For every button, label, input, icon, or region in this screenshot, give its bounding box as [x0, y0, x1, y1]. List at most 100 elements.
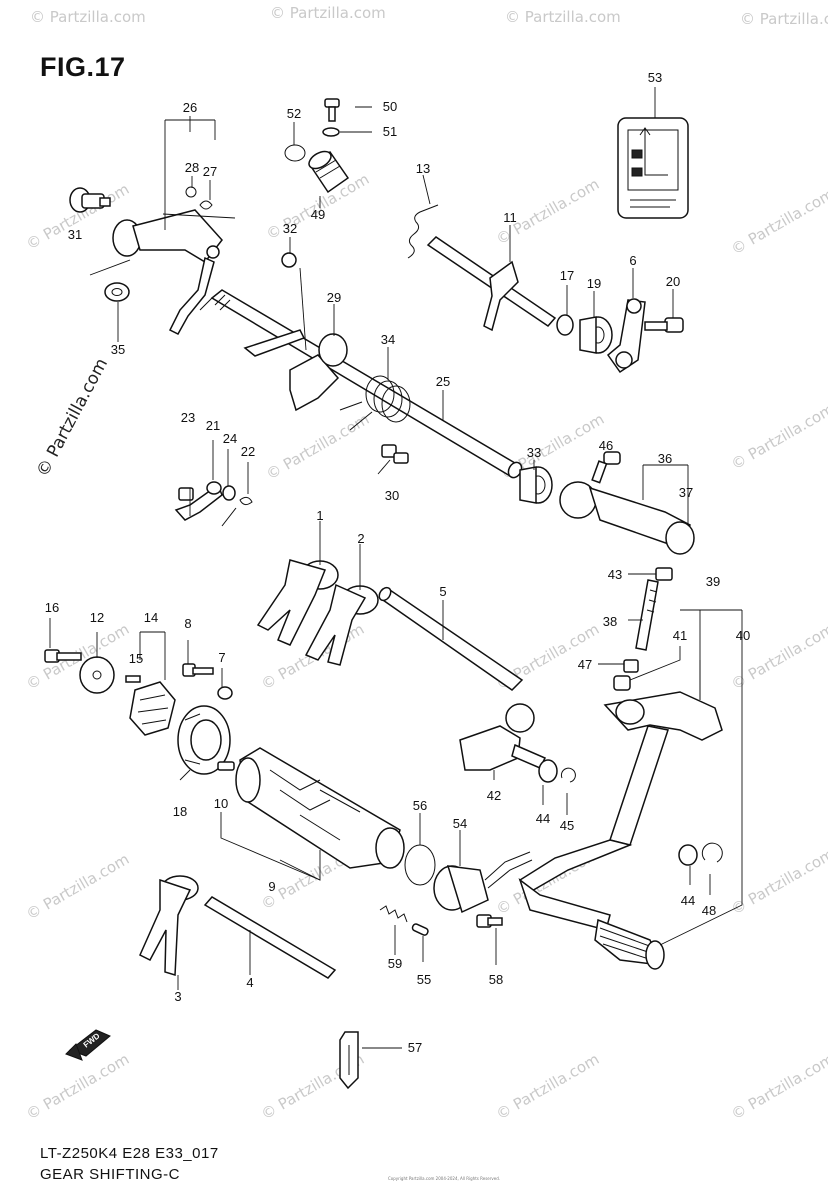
callout-30[interactable]: 30 [385, 488, 399, 503]
callout-4[interactable]: 4 [246, 975, 253, 990]
part-36-lever[interactable] [559, 481, 695, 555]
part-34-return-spring[interactable] [339, 375, 411, 431]
callout-26[interactable]: 26 [183, 100, 197, 115]
callout-3[interactable]: 3 [174, 989, 181, 1004]
callout-43[interactable]: 43 [608, 567, 622, 582]
callout-33[interactable]: 33 [527, 445, 541, 460]
part-51-washer[interactable] [322, 127, 340, 137]
callout-55[interactable]: 55 [417, 972, 431, 987]
callout-45[interactable]: 45 [560, 818, 574, 833]
callout-29[interactable]: 29 [327, 290, 341, 305]
part-13-spring[interactable] [407, 204, 439, 259]
part-42-shaft-arm[interactable] [459, 703, 547, 771]
callout-11[interactable]: 11 [503, 210, 517, 225]
callout-38[interactable]: 38 [603, 614, 617, 629]
part-28-clip[interactable] [185, 186, 197, 198]
callout-40[interactable]: 40 [736, 628, 750, 643]
callout-21[interactable]: 21 [206, 418, 220, 433]
callout-9[interactable]: 9 [268, 879, 275, 894]
callout-44-left[interactable]: 44 [536, 811, 550, 826]
part-26-shift-arm[interactable] [112, 209, 223, 335]
part-14-cam-stopper[interactable] [129, 681, 176, 736]
part-12-stopper-plate[interactable] [79, 656, 115, 694]
part-3-shift-fork[interactable] [139, 875, 199, 976]
callout-19[interactable]: 19 [587, 276, 601, 291]
part-16-bolt[interactable] [44, 649, 82, 663]
callout-18[interactable]: 18 [173, 804, 187, 819]
part-17-washer[interactable] [556, 314, 574, 336]
part-41-joint[interactable] [613, 675, 631, 691]
part-35-washer[interactable] [104, 282, 130, 302]
part-38-rod[interactable] [635, 579, 659, 651]
part-23-bolt[interactable] [178, 487, 194, 501]
part-45-clip[interactable] [560, 767, 576, 783]
callout-46[interactable]: 46 [599, 438, 613, 453]
callout-2[interactable]: 2 [357, 531, 364, 546]
callout-6[interactable]: 6 [629, 253, 636, 268]
part-4-fork-shaft[interactable] [203, 896, 337, 979]
callout-54[interactable]: 54 [453, 816, 467, 831]
part-43-nut[interactable] [655, 567, 673, 581]
part-49-cap[interactable] [306, 148, 350, 194]
part-5-fork-shaft[interactable] [377, 585, 524, 691]
part-44-washer-right[interactable] [678, 844, 698, 866]
part-21-stopper-arm[interactable] [174, 481, 223, 521]
callout-53[interactable]: 53 [648, 70, 662, 85]
part-8-bolt[interactable] [182, 663, 214, 677]
callout-20[interactable]: 20 [666, 274, 680, 289]
part-58-bolt[interactable] [476, 914, 503, 928]
callout-23[interactable]: 23 [181, 410, 195, 425]
callout-58[interactable]: 58 [489, 972, 503, 987]
part-15-pin[interactable] [125, 675, 141, 683]
callout-52[interactable]: 52 [287, 106, 301, 121]
part-29-shift-cam-lever[interactable] [243, 329, 348, 412]
callout-50[interactable]: 50 [383, 99, 397, 114]
callout-22[interactable]: 22 [241, 444, 255, 459]
callout-31[interactable]: 31 [68, 227, 82, 242]
callout-15[interactable]: 15 [129, 651, 143, 666]
part-19-bearing[interactable] [579, 316, 613, 354]
part-22-spring[interactable] [221, 496, 253, 527]
part-18-bearing[interactable] [177, 705, 231, 775]
callout-1[interactable]: 1 [316, 508, 323, 523]
callout-32[interactable]: 32 [283, 221, 297, 236]
callout-59[interactable]: 59 [388, 956, 402, 971]
callout-17[interactable]: 17 [560, 268, 574, 283]
part-27-spring[interactable] [199, 200, 213, 210]
callout-47[interactable]: 47 [578, 657, 592, 672]
part-31-bolt[interactable] [69, 187, 111, 213]
callout-14[interactable]: 14 [144, 610, 158, 625]
part-32-ring[interactable] [281, 252, 297, 268]
part-55-pin[interactable] [411, 923, 429, 936]
part-1-shift-fork[interactable] [256, 559, 339, 646]
callout-42[interactable]: 42 [487, 788, 501, 803]
callout-25[interactable]: 25 [436, 374, 450, 389]
part-7-spacer[interactable] [217, 686, 233, 700]
part-53-label-plate[interactable] [617, 117, 689, 219]
callout-48[interactable]: 48 [702, 903, 716, 918]
callout-5[interactable]: 5 [439, 584, 446, 599]
part-20-bolt[interactable] [644, 317, 684, 333]
part-57-guide[interactable] [339, 1031, 359, 1090]
callout-35[interactable]: 35 [111, 342, 125, 357]
callout-41[interactable]: 41 [673, 628, 687, 643]
part-44-washer-left[interactable] [538, 759, 558, 783]
callout-12[interactable]: 12 [90, 610, 104, 625]
callout-49[interactable]: 49 [311, 207, 325, 222]
callout-28[interactable]: 28 [185, 160, 199, 175]
callout-13[interactable]: 13 [416, 161, 430, 176]
part-40-gear-shift-lever[interactable] [518, 691, 723, 931]
part-48-circlip[interactable] [701, 842, 723, 863]
part-54-gear-position-switch[interactable] [433, 851, 533, 914]
callout-7[interactable]: 7 [218, 650, 225, 665]
callout-37[interactable]: 37 [679, 485, 693, 500]
part-59-spring[interactable] [379, 905, 408, 923]
part-46-bolt[interactable] [591, 451, 621, 484]
part-6-arm[interactable] [606, 298, 646, 374]
callout-34[interactable]: 34 [381, 332, 395, 347]
part-11-shift-shaft[interactable] [426, 236, 557, 332]
part-56-o-ring[interactable] [404, 844, 436, 886]
callout-8[interactable]: 8 [184, 616, 191, 631]
part-47-nut[interactable] [623, 659, 639, 673]
part-10-pin[interactable] [217, 761, 235, 771]
